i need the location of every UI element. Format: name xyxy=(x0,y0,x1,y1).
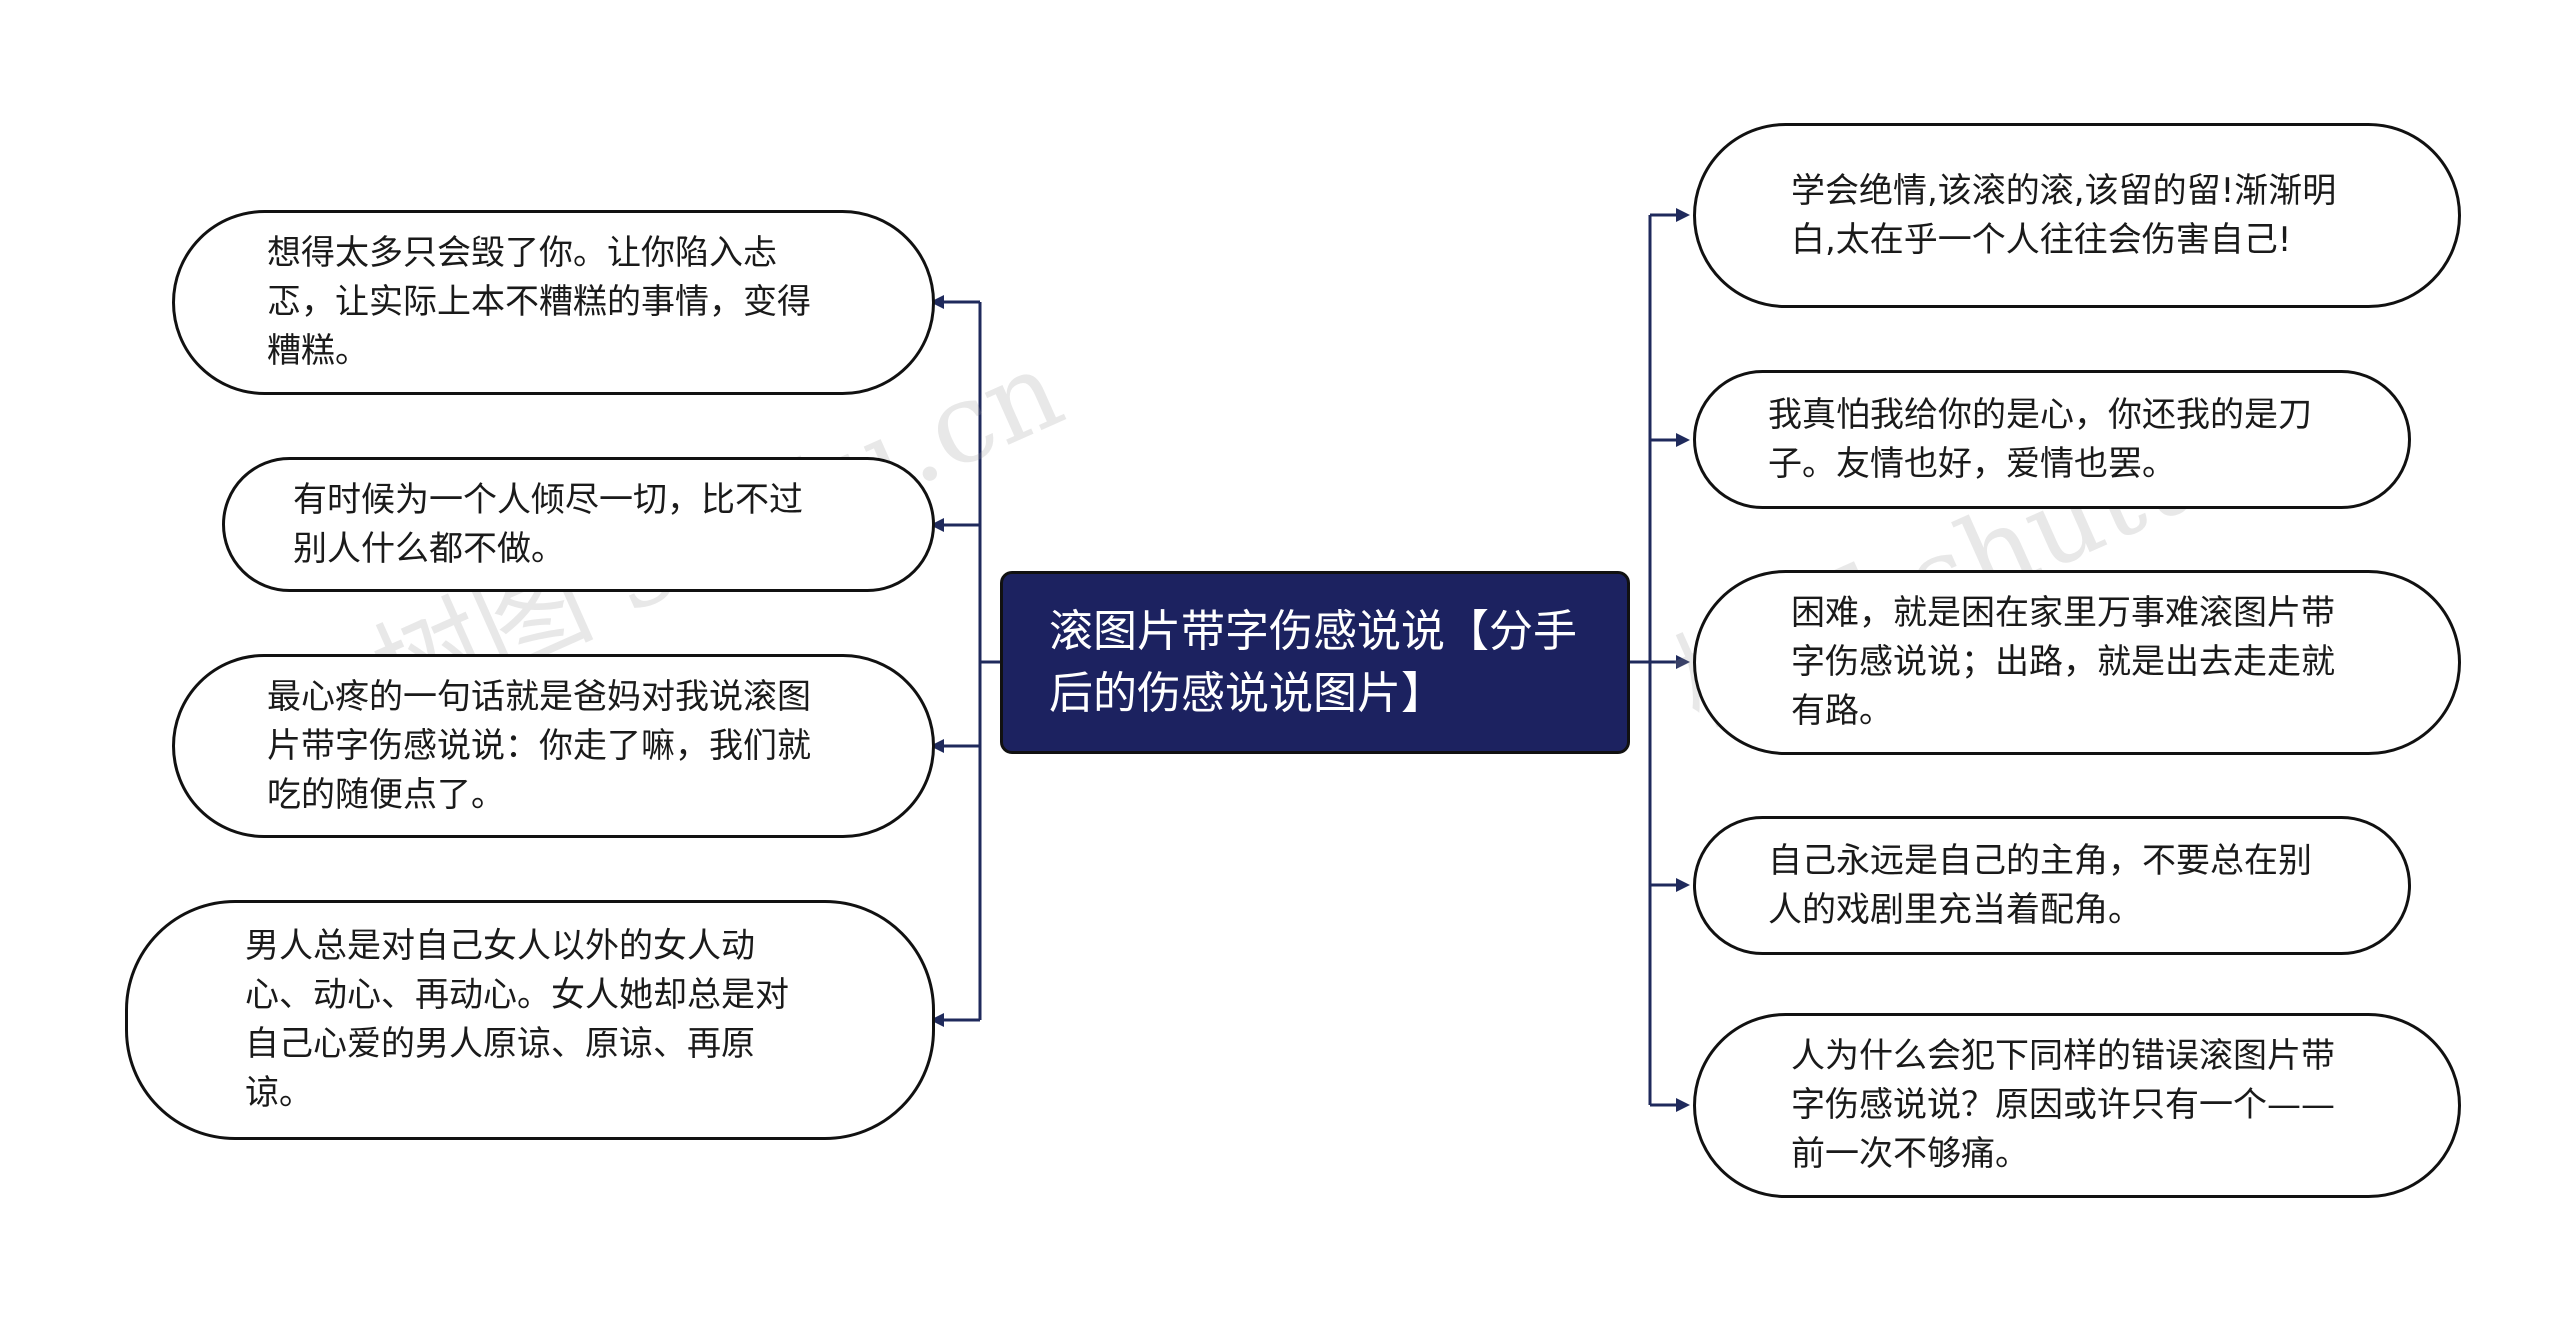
right-node-2[interactable]: 我真怕我给你的是心，你还我的是刀子。友情也好，爱情也罢。 xyxy=(1693,370,2411,509)
arrowhead-left-3 xyxy=(930,739,944,753)
right-node-4-text: 自己永远是自己的主角，不要总在别人的戏剧里充当着配角。 xyxy=(1768,840,2312,930)
right-node-2-text: 我真怕我给你的是心，你还我的是刀子。友情也好，爱情也罢。 xyxy=(1768,394,2312,484)
arrowhead-left-1 xyxy=(930,295,944,309)
arrowhead-right-1 xyxy=(1676,208,1690,222)
connector-left-trunk xyxy=(978,302,1000,1020)
left-node-1-text: 想得太多只会毁了你。让你陷入忐忑，让实际上本不糟糕的事情，变得糟糕。 xyxy=(267,233,811,371)
central-topic-label: 滚图片带字伤感说说【分手后的伤感说说图片】 xyxy=(1049,605,1577,719)
left-node-4[interactable]: 男人总是对自己女人以外的女人动心、动心、再动心。女人她却总是对自己心爱的男人原谅… xyxy=(125,900,935,1140)
right-node-3-text: 困难，就是困在家里万事难滚图片带字伤感说说；出路，就是出去走走就有路。 xyxy=(1791,593,2335,731)
right-node-3[interactable]: 困难，就是困在家里万事难滚图片带字伤感说说；出路，就是出去走走就有路。 xyxy=(1693,570,2461,755)
left-node-1[interactable]: 想得太多只会毁了你。让你陷入忐忑，让实际上本不糟糕的事情，变得糟糕。 xyxy=(172,210,935,395)
left-node-3[interactable]: 最心疼的一句话就是爸妈对我说滚图片带字伤感说说：你走了嘛，我们就吃的随便点了。 xyxy=(172,654,935,838)
right-node-1-text: 学会绝情,该滚的滚,该留的留!渐渐明白,太在乎一个人往往会伤害自己! xyxy=(1791,170,2337,260)
right-node-1[interactable]: 学会绝情,该滚的滚,该留的留!渐渐明白,太在乎一个人往往会伤害自己! xyxy=(1693,123,2461,308)
right-node-5-text: 人为什么会犯下同样的错误滚图片带字伤感说说？原因或许只有一个——前一次不够痛。 xyxy=(1791,1036,2335,1174)
arrowhead-right-3 xyxy=(1676,655,1690,669)
central-topic-node[interactable]: 滚图片带字伤感说说【分手后的伤感说说图片】 xyxy=(1000,571,1630,754)
left-node-2[interactable]: 有时候为一个人倾尽一切，比不过别人什么都不做。 xyxy=(222,457,935,592)
arrowhead-left-4 xyxy=(930,1013,944,1027)
right-node-4[interactable]: 自己永远是自己的主角，不要总在别人的戏剧里充当着配角。 xyxy=(1693,816,2411,955)
arrowhead-right-4 xyxy=(1676,878,1690,892)
arrowhead-right-5 xyxy=(1676,1098,1690,1112)
left-node-2-text: 有时候为一个人倾尽一切，比不过别人什么都不做。 xyxy=(293,479,803,569)
arrowhead-left-2 xyxy=(930,518,944,532)
left-node-4-text: 男人总是对自己女人以外的女人动心、动心、再动心。女人她却总是对自己心爱的男人原谅… xyxy=(245,926,789,1113)
arrowhead-right-2 xyxy=(1676,433,1690,447)
right-node-5[interactable]: 人为什么会犯下同样的错误滚图片带字伤感说说？原因或许只有一个——前一次不够痛。 xyxy=(1693,1013,2461,1198)
connector-right-trunk xyxy=(1630,215,1652,1105)
left-node-3-text: 最心疼的一句话就是爸妈对我说滚图片带字伤感说说：你走了嘛，我们就吃的随便点了。 xyxy=(267,676,811,815)
